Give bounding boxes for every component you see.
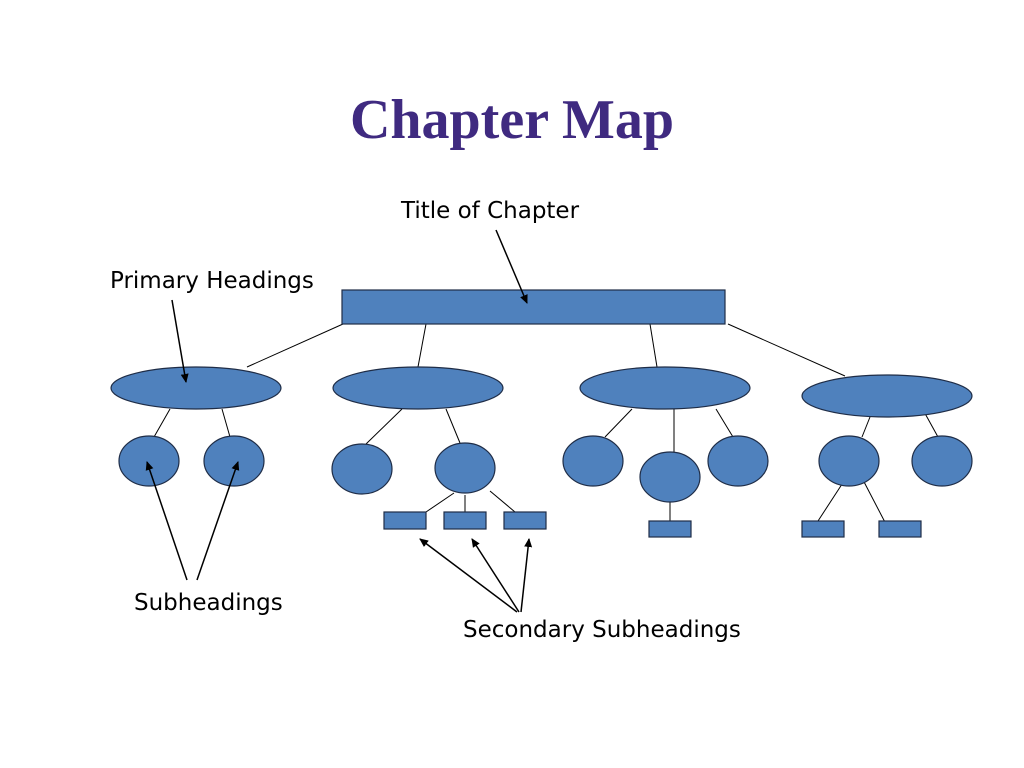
subheading-2 xyxy=(203,435,265,487)
secondary-subheadings-arrow-2 xyxy=(471,538,520,613)
title-of-chapter-label: Title of Chapter xyxy=(401,198,580,224)
primary-connectors xyxy=(153,407,939,453)
primary-headings-label: Primary Headings xyxy=(110,268,314,294)
secondary-subheading-1 xyxy=(383,511,427,530)
title-of-chapter-arrow xyxy=(495,229,528,304)
subheading-3 xyxy=(331,443,393,495)
primary-headings xyxy=(110,366,973,418)
connector-primary2-sub1 xyxy=(365,408,403,445)
connector-primary3-sub1 xyxy=(604,408,633,438)
subheadings-arrow-2 xyxy=(196,461,240,581)
connector-primary1-sub2 xyxy=(221,408,231,438)
connector-title-to-primary-4 xyxy=(727,323,846,377)
connector-primary2-sub2 xyxy=(445,408,461,444)
slide-title: Chapter Map xyxy=(349,89,675,151)
secondary-subheadings-arrow-1 xyxy=(419,538,518,613)
title-connectors xyxy=(246,323,846,377)
primary-headings-arrow xyxy=(171,299,189,383)
connector-title-to-primary-1 xyxy=(246,323,344,368)
subheading-4 xyxy=(434,442,496,494)
connector-primary1-sub1 xyxy=(153,408,171,438)
connector-title-to-primary-2 xyxy=(417,323,427,368)
title-of-chapter-box xyxy=(341,289,726,325)
primary-heading-1 xyxy=(110,366,282,410)
subheading-8 xyxy=(818,435,880,487)
subheading-5 xyxy=(562,435,624,487)
primary-heading-4 xyxy=(801,374,973,418)
primary-heading-2 xyxy=(332,366,504,410)
subheading-1 xyxy=(118,435,180,487)
secondary-subheading-5 xyxy=(801,520,845,538)
secondary-subheadings xyxy=(383,511,922,538)
secondary-subheading-4 xyxy=(648,520,692,538)
connector-sub-sec-1 xyxy=(425,492,455,513)
connector-primary3-sub3 xyxy=(715,408,734,438)
secondary-subheadings-arrow-3 xyxy=(520,538,533,613)
connector-title-to-primary-3 xyxy=(649,323,658,368)
subheading-7 xyxy=(707,435,769,487)
subheadings-label: Subheadings xyxy=(134,590,283,616)
secondary-subheading-3 xyxy=(503,511,547,530)
subheadings-arrow-1 xyxy=(145,461,188,581)
subheading-6 xyxy=(639,451,701,503)
secondary-subheading-6 xyxy=(878,520,922,538)
primary-heading-3 xyxy=(579,366,751,410)
subheading-9 xyxy=(911,435,973,487)
secondary-subheading-2 xyxy=(443,511,487,530)
callout-arrows xyxy=(145,229,533,613)
connector-primary4-sub1 xyxy=(861,416,871,438)
connector-sub-sec-3 xyxy=(489,490,516,513)
secondary-subheadings-label: Secondary Subheadings xyxy=(463,617,741,643)
connector-sub-sec-6 xyxy=(861,477,889,529)
subheadings xyxy=(118,435,973,503)
